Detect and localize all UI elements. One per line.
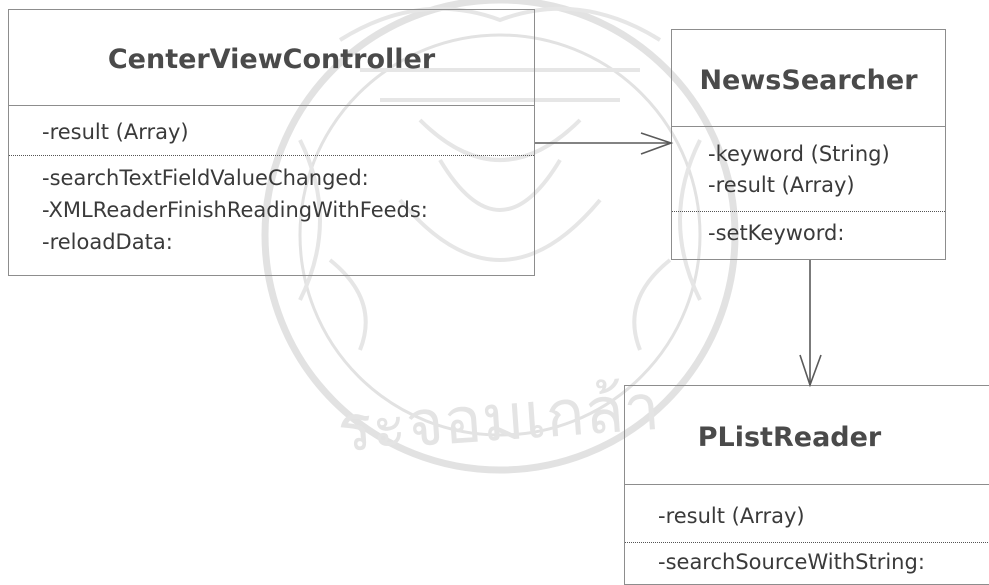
class-box-news-searcher: NewsSearcher -keyword (String) -result (… <box>671 29 946 260</box>
association-arrow-cvc-to-newssearcher <box>535 132 674 155</box>
methods-section: -setKeyword: <box>672 212 945 249</box>
method: -searchSourceWithString: <box>658 550 925 574</box>
attribute: -keyword (String) <box>708 142 890 166</box>
methods-section: -searchTextFieldValueChanged: -XMLReader… <box>9 156 534 258</box>
method: -XMLReaderFinishReadingWithFeeds: <box>42 198 428 222</box>
methods-section: -searchSourceWithString: <box>625 543 989 578</box>
method: -reloadData: <box>42 230 173 254</box>
class-box-center-view-controller: CenterViewController -result (Array) -se… <box>8 9 535 276</box>
method: -searchTextFieldValueChanged: <box>42 166 369 190</box>
class-name: NewsSearcher <box>672 30 945 127</box>
attributes-section: -result (Array) <box>9 106 534 156</box>
attribute: -result (Array) <box>42 120 189 144</box>
attribute: -result (Array) <box>708 173 855 197</box>
method: -setKeyword: <box>708 221 845 245</box>
attribute: -result (Array) <box>658 504 805 528</box>
svg-text:ระจอมเกล้า: ระจอมเกล้า <box>335 371 662 467</box>
class-box-plist-reader: PListReader -result (Array) -searchSourc… <box>624 385 989 585</box>
class-name: PListReader <box>625 386 989 485</box>
association-arrow-newssearcher-to-plistreader <box>799 260 822 388</box>
class-name: CenterViewController <box>9 10 534 106</box>
attributes-section: -keyword (String) -result (Array) <box>672 127 945 212</box>
attributes-section: -result (Array) <box>625 485 989 543</box>
